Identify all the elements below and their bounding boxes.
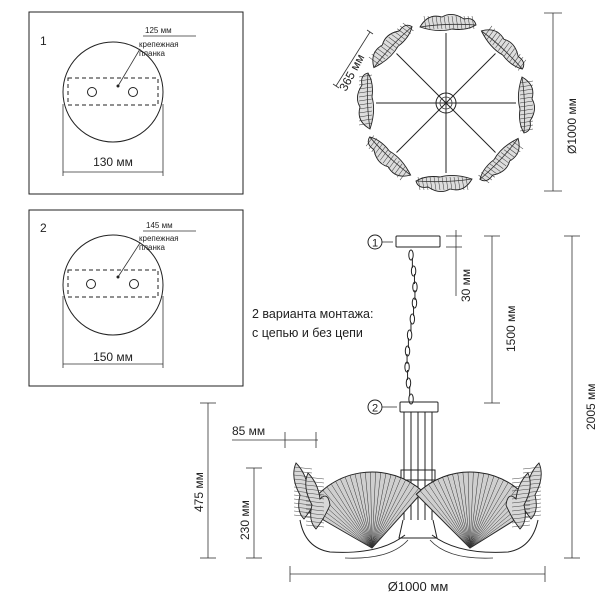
top-leaf-cluster: [480, 25, 527, 71]
central-stem: [398, 412, 438, 539]
butterfly-right-2: [505, 472, 531, 530]
top-view-arm-length-line: [335, 31, 371, 87]
panel-1-mounting-bracket: [67, 77, 159, 106]
chain-link: [409, 313, 416, 325]
panel-2-bracket-leader-dot: [116, 275, 120, 279]
top-leaf-cluster: [517, 76, 535, 134]
body-height-label: 475 мм: [192, 472, 206, 512]
side-diameter-label: Ø1000 мм: [388, 579, 449, 594]
chain-length-label: 1500 мм: [504, 305, 518, 352]
chandelier-top-view: 365 мм Ø1000 мм: [332, 12, 579, 192]
chain-link: [408, 393, 414, 405]
side-view-shades: [293, 462, 542, 549]
top-arm: [445, 102, 496, 153]
top-view-arm-length-tick-b: [366, 29, 374, 35]
shade-height-label: 230 мм: [238, 500, 252, 540]
top-offset-label: 85 мм: [232, 424, 265, 438]
chain-link: [405, 377, 412, 389]
panel-1-bracket-length: 125 мм: [145, 26, 172, 35]
chain-link: [406, 329, 413, 341]
panel-2-number: 2: [40, 221, 47, 235]
panel-2-screw-hole-right: [129, 279, 139, 289]
mount-note-line-2: с цепью и без цепи: [252, 326, 363, 340]
panel-1-bracket-label-1: крепежная: [139, 40, 179, 49]
ceiling-canopy: [395, 235, 441, 248]
stem-canopy: [399, 401, 439, 413]
top-leaf-cluster: [357, 72, 375, 130]
total-height-label: 2005 мм: [584, 383, 598, 430]
suspension-chain: [404, 249, 418, 405]
mount-panel-2: 2 145 мм крепежная планка 150 мм: [28, 209, 244, 387]
mount-panel-1: 1 125 мм крепежная планка 130 мм: [28, 11, 244, 195]
top-arm: [445, 53, 496, 104]
chain-link: [408, 249, 414, 261]
panel-1-number: 1: [40, 34, 47, 48]
top-view-arm-length-tick-a: [332, 83, 340, 89]
top-view-hub: [435, 92, 457, 114]
panel-1-bracket-leader: [117, 48, 141, 87]
side-arms: [299, 519, 539, 559]
shade-left: [305, 471, 424, 549]
panel-1-screw-hole-right: [128, 87, 138, 97]
marker-2-label: 2: [372, 403, 378, 415]
top-leaf-cluster: [368, 22, 414, 69]
panel-1-bracket-label-2: планка: [139, 49, 166, 58]
panel-1-frame: [28, 11, 244, 195]
top-leaf-cluster: [478, 137, 524, 184]
panel-1-canopy-circle: [62, 41, 164, 143]
mount-note-line-1: 2 варианта монтажа:: [252, 307, 373, 321]
top-view-diameter-label: Ø1000 мм: [565, 98, 579, 154]
panel-2-mounting-bracket: [67, 269, 159, 298]
panel-2-bracket-label-1: крепежная: [139, 234, 179, 243]
top-leaf-cluster: [419, 14, 477, 32]
top-leaf-cluster: [415, 174, 473, 192]
butterfly-left-2: [305, 472, 331, 530]
panel-2-frame: [28, 209, 244, 387]
top-view-arms: [376, 33, 516, 173]
chain-link: [410, 265, 417, 277]
panel-2-bracket-leader: [117, 242, 141, 278]
chain-link: [411, 297, 418, 309]
panel-2-screw-hole-left: [86, 279, 96, 289]
top-view-hub-inner: [439, 96, 453, 110]
top-leaf-cluster: [365, 135, 412, 181]
panel-2-bracket-label-2: планка: [139, 243, 166, 252]
top-arm: [396, 102, 447, 153]
panel-1-screw-hole-left: [87, 87, 97, 97]
panel-2-bracket-length: 145 мм: [146, 221, 173, 230]
top-arm: [396, 53, 447, 104]
marker-1-label: 1: [372, 238, 378, 250]
top-view-leaves: [357, 14, 535, 192]
canopy-height-label: 30 мм: [459, 269, 473, 302]
panel-1-bracket-leader-dot: [116, 84, 120, 88]
panel-1-width-label: 130 мм: [93, 155, 133, 169]
chandelier-side-view: 1 2 30 мм: [192, 230, 598, 594]
panel-2-width-label: 150 мм: [93, 350, 133, 364]
panel-2-canopy-circle: [62, 234, 164, 336]
